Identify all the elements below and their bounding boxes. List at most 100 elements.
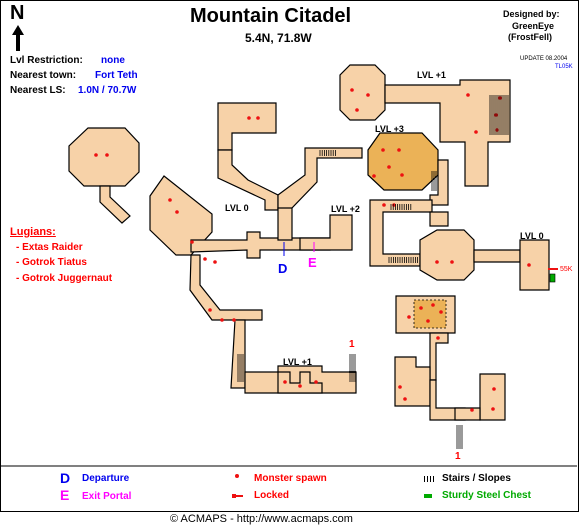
legend-locked-label: Locked — [254, 490, 290, 501]
spawn-dot — [298, 384, 302, 388]
spawn-dot — [436, 336, 440, 340]
locked-icon — [232, 494, 243, 498]
legend-exit-symbol: E — [60, 487, 70, 503]
lock-label: 55K — [560, 266, 573, 273]
room-east-lvl0 — [519, 239, 550, 291]
spawn-dot — [466, 93, 470, 97]
spawn-dot — [208, 308, 212, 312]
room-north-small — [217, 102, 277, 151]
spawn-dot — [175, 210, 179, 214]
spawn-dot — [355, 108, 359, 112]
floor-plan — [68, 64, 550, 421]
room-northeast-octagon — [339, 64, 386, 121]
nearest-town-value: Fort Teth — [95, 70, 138, 81]
stairs-marks — [237, 95, 509, 449]
spawn-dot — [407, 315, 411, 319]
room-south-pillars — [277, 371, 323, 394]
room-east-octagon — [419, 229, 475, 281]
spawn-dot — [439, 310, 443, 314]
lugian-item: - Extas Raider — [16, 242, 83, 253]
spawn-dot — [256, 116, 260, 120]
compass-letter: N — [10, 2, 25, 24]
spawn-dot — [397, 148, 401, 152]
corridor-lvl2-link — [429, 211, 449, 227]
nearest-ls-value: 1.0N / 70.7W — [78, 85, 137, 96]
spawn-dot — [283, 380, 287, 384]
lvl-restriction-label: Lvl Restriction: — [10, 55, 83, 66]
update-author: TL05K — [555, 64, 573, 70]
corridor-lvl2 — [369, 199, 433, 267]
room-west — [149, 175, 213, 256]
label-lvl1-bottom: LVL +1 — [283, 357, 312, 367]
spawn-dot — [403, 397, 407, 401]
designer-heading: Designed by: — [503, 9, 560, 19]
spawn-dot — [431, 303, 435, 307]
spawn-dot-icon — [235, 474, 239, 478]
designer-alias: (FrostFell) — [508, 32, 552, 42]
map-decorations — [283, 242, 558, 329]
legend-departure-symbol: D — [60, 470, 71, 486]
spawn-dot — [419, 306, 423, 310]
corridor-southwest — [189, 254, 263, 321]
nearest-town-label: Nearest town: — [10, 70, 77, 81]
spawn-dot — [247, 116, 251, 120]
north-arrow-icon — [12, 25, 24, 51]
legend-departure-label: Departure — [82, 473, 130, 484]
map-coords: 5.4N, 71.8W — [245, 31, 312, 45]
spawn-dot — [398, 385, 402, 389]
spawn-dot — [450, 260, 454, 264]
spawn-dot — [492, 387, 496, 391]
chest-icon — [424, 494, 432, 498]
stairs-icon — [424, 476, 434, 482]
spawn-dot — [474, 130, 478, 134]
corridor-central-branch — [299, 214, 353, 251]
inner-platform — [413, 299, 447, 329]
lugian-item: - Gotrok Juggernaut — [16, 273, 113, 284]
spawn-dot — [400, 173, 404, 177]
spawn-dot — [350, 88, 354, 92]
label-lvl0-center: LVL 0 — [225, 203, 249, 213]
legend-chest-label: Sturdy Steel Chest — [442, 490, 531, 501]
lugians-heading: Lugians: — [10, 226, 56, 238]
exit-marker: E — [308, 255, 317, 270]
chest-marker-icon — [549, 273, 556, 283]
corridor-northwest — [99, 185, 131, 224]
spawn-dot — [366, 93, 370, 97]
corridor-southeast-stairs — [454, 407, 481, 421]
designer-name: GreenEye — [512, 21, 555, 31]
spawn-dot — [94, 153, 98, 157]
room-southeast-left — [394, 356, 431, 407]
room-southeast-right — [479, 373, 506, 421]
corridor-northeast — [384, 79, 511, 187]
legend-spawn-label: Monster spawn — [254, 473, 327, 484]
lugian-item: - Gotrok Tiatus — [16, 257, 87, 268]
lvl-restriction-value: none — [101, 55, 125, 66]
spawn-dot — [314, 380, 318, 384]
stairs-number-left: 1 — [349, 339, 355, 350]
label-lvl0-right: LVL 0 — [520, 231, 544, 241]
stairs-number-bottom: 1 — [455, 451, 461, 462]
corridor-north — [217, 149, 279, 211]
update-line: UPDATE 08.2004 — [520, 56, 568, 62]
label-lvl1-top: LVL +1 — [417, 70, 446, 80]
spawn-dot — [105, 153, 109, 157]
corridor-south — [230, 319, 246, 389]
corridor-north-east — [277, 147, 363, 211]
spawn-dot — [435, 260, 439, 264]
spawn-dot — [372, 174, 376, 178]
legend-exit-label: Exit Portal — [82, 491, 132, 502]
legend-stairs-label: Stairs / Slopes — [442, 473, 511, 484]
corridor-central-vertical — [277, 207, 293, 241]
spawn-dot — [470, 408, 474, 412]
spawn-dot — [190, 240, 194, 244]
label-lvl3: LVL +3 — [375, 124, 404, 134]
spawn-dot — [382, 203, 386, 207]
spawn-dot — [387, 165, 391, 169]
spawn-dot — [491, 407, 495, 411]
nearest-ls-label: Nearest LS: — [10, 85, 66, 96]
departure-marker: D — [278, 261, 288, 276]
spawn-dot — [220, 318, 224, 322]
spawn-dot — [381, 148, 385, 152]
room-lvl3 — [367, 132, 439, 191]
